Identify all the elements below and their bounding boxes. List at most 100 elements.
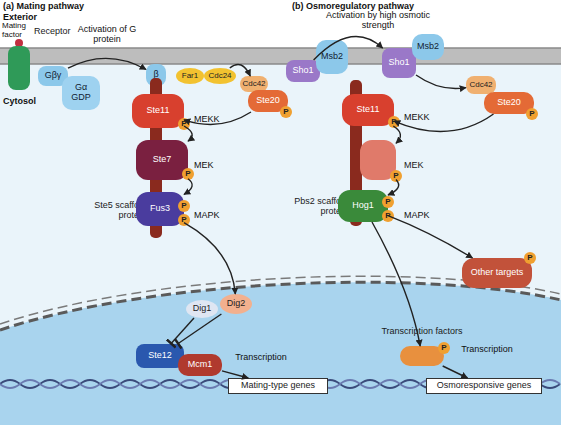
signal-arrow: [184, 112, 251, 124]
ste20-kinase: Ste20P: [484, 92, 534, 114]
signal-arrow: [184, 179, 192, 195]
target-protein: Other targetsP: [462, 258, 532, 288]
node-text: Dig1: [193, 304, 212, 314]
node-text: Osmoresponsive genes: [437, 381, 532, 391]
kinase-tier-label: MAPK: [404, 210, 444, 220]
edge-label: Activation by high osmotic strength: [322, 10, 434, 31]
node-text: Mating-type genes: [241, 381, 315, 391]
node-text: Receptor: [34, 26, 84, 36]
kinase-tier-label: MEK: [194, 160, 234, 170]
node-text: P: [181, 202, 186, 211]
region-label: Exterior: [3, 12, 63, 22]
node-text: Sho1: [292, 66, 313, 76]
membrane-edge: [0, 63, 561, 65]
panel-title: (b) Osmoregulatory pathway: [292, 1, 492, 11]
sho1-protein: Sho1: [382, 48, 416, 78]
kinase-tier-label: MAPK: [194, 210, 234, 220]
ste20-kinase: Ste20P: [248, 90, 288, 112]
node-text: Hog1: [352, 201, 374, 211]
signal-arrow: [443, 366, 468, 378]
phosphate-circle: P: [524, 252, 536, 264]
phosphate-circle: P: [382, 210, 394, 222]
node-text: Cdc24: [208, 72, 231, 81]
node-text: Mcm1: [188, 360, 213, 370]
g-protein-subunit: GαGDP: [62, 76, 100, 110]
node-text: P: [441, 344, 446, 353]
ste12-factor: Ste12: [136, 344, 184, 368]
node-text: MEK: [404, 160, 434, 170]
signal-arrow: [393, 126, 400, 143]
node-text: Msb2: [417, 42, 439, 52]
phosphate-circle: P: [178, 200, 190, 212]
node-text: Fus3: [150, 204, 170, 214]
node-text: P: [391, 118, 396, 127]
kinase-tier-label: MEKK: [194, 114, 234, 124]
dig1-protein: Dig1: [186, 300, 218, 318]
edge-label: Activation of G protein: [76, 24, 138, 45]
node-text: P: [385, 212, 390, 221]
node-text: P: [529, 110, 534, 119]
node-text: Ste12: [148, 351, 172, 361]
phosphate-circle: P: [182, 168, 194, 180]
mek-kinase: MEKP: [360, 140, 396, 180]
mekk-kinase: Ste11P: [342, 94, 394, 126]
mcm1-factor: Mcm1: [178, 354, 222, 376]
far1-protein: Far1: [176, 68, 204, 84]
gene-box: Mating-type genes: [228, 378, 328, 394]
node-text: Ste20: [256, 96, 280, 106]
node-text: Ste20: [497, 98, 521, 108]
node-text: Dig2: [227, 299, 246, 309]
phosphate-circle: P: [526, 108, 538, 120]
receptor-protein: Receptor: [8, 46, 30, 90]
mapk-kinase: Fus3PP: [136, 192, 184, 226]
gene-box: Osmoresponsive genes: [426, 378, 542, 394]
phosphate-circle: P: [390, 170, 402, 182]
component-label: Mating factor: [2, 21, 36, 39]
exterior-area: [0, 0, 561, 48]
node-text: Gβγ: [45, 71, 62, 81]
nuclear-envelope: [0, 282, 561, 330]
node-text: Msb2: [321, 52, 343, 62]
scaffold-protein: Pbs2 scaffold proteinSte11PMEKPHog1PP: [350, 80, 362, 226]
msb2-protein: Msb2: [316, 40, 348, 74]
node-text: P: [385, 198, 390, 207]
signal-arrow: [184, 223, 235, 294]
region-label: Cytosol: [3, 96, 63, 106]
node-text: Ste11: [357, 105, 380, 115]
msb2-protein: Msb2: [412, 34, 444, 60]
node-text: Cdc42: [469, 81, 492, 90]
node-text: Other targets: [471, 268, 524, 278]
signal-arrow: [388, 216, 473, 258]
signal-arrow: [416, 75, 466, 89]
node-text: GDP: [71, 93, 91, 103]
node-text: Ste7: [153, 155, 172, 165]
node-text: Ste11: [147, 106, 170, 116]
phosphate-circle: P: [178, 214, 190, 226]
mek-kinase: Ste7P: [136, 140, 188, 180]
phosphate-circle: P: [382, 196, 394, 208]
node-text: Gα: [75, 83, 87, 93]
plasma-membrane: [0, 48, 561, 64]
transcription-factor: Transcription factorsP: [400, 346, 444, 366]
inhibition-connector: [171, 318, 194, 344]
panel-title: (a) Mating pathway: [3, 1, 153, 11]
node-text: Sho1: [388, 58, 409, 68]
node-text: P: [181, 120, 186, 129]
node-text: P: [393, 172, 398, 181]
sho1-protein: Sho1: [286, 60, 320, 82]
node-text: Transcription factors: [366, 326, 478, 336]
edge-label: Transcription: [226, 352, 296, 362]
mapk-kinase: Hog1PP: [338, 190, 388, 222]
phosphate-circle: P: [438, 342, 450, 354]
node-text: P: [185, 170, 190, 179]
node-text: Far1: [182, 72, 198, 81]
membrane-edge: [0, 47, 561, 49]
node-text: Cdc42: [242, 80, 265, 89]
node-text: P: [283, 108, 288, 117]
phosphate-circle: P: [388, 116, 400, 128]
cdc24-protein: Cdc24: [204, 68, 236, 84]
node-text: P: [527, 254, 532, 263]
edge-label: Transcription: [452, 344, 522, 354]
